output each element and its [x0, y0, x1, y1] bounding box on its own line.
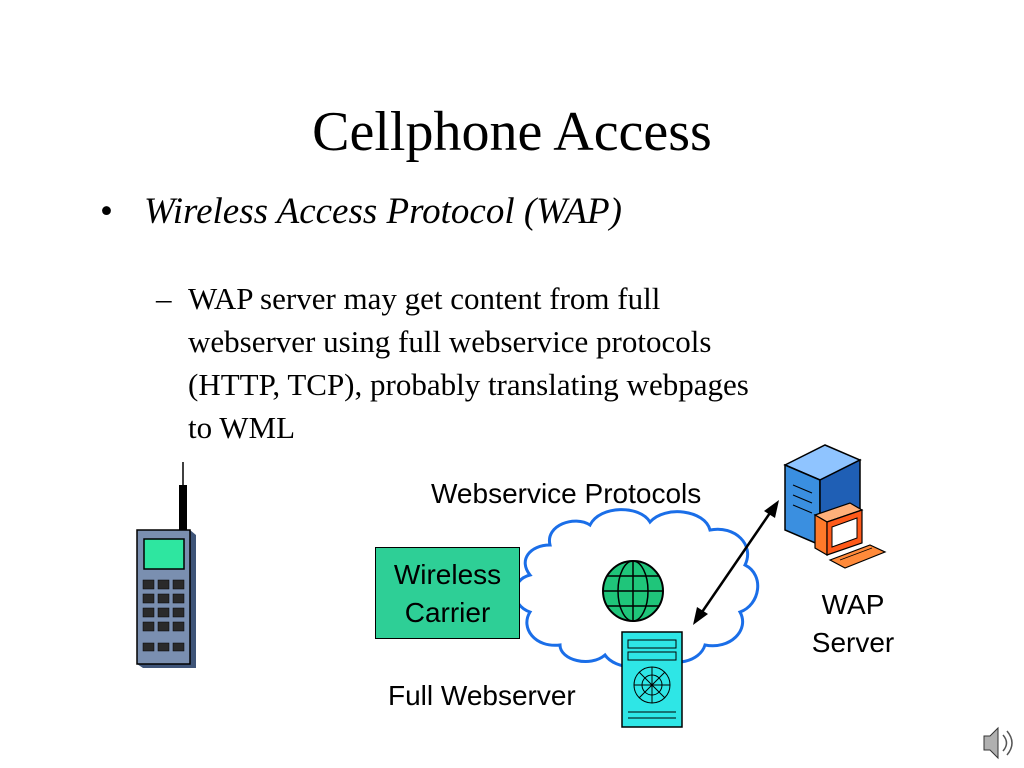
- sub-bullet-item: – WAP server may get content from full w…: [156, 277, 916, 449]
- sub-bullet-line: to WML: [188, 410, 296, 445]
- sub-bullet-line: (HTTP, TCP), probably translating webpag…: [188, 367, 749, 402]
- cellphone-icon: [136, 462, 196, 668]
- sub-bullet-line: webserver using full webservice protocol…: [188, 324, 712, 359]
- double-arrow-icon: [693, 500, 779, 625]
- bullet-marker: •: [100, 191, 113, 232]
- wap-server-label-line: Server: [811, 627, 895, 658]
- sub-bullet-text: WAP server may get content from full web…: [188, 277, 916, 449]
- wireless-carrier-box: Wireless Carrier: [375, 547, 520, 639]
- speaker-icon[interactable]: [983, 726, 1013, 760]
- slide-title: Cellphone Access: [312, 101, 712, 163]
- full-webserver-icon: [621, 631, 683, 728]
- wap-server-computer-icon: [783, 444, 887, 569]
- bullet-item: • Wireless Access Protocol (WAP): [100, 190, 622, 233]
- wireless-carrier-line: Wireless: [393, 559, 502, 590]
- globe-icon: [602, 560, 664, 622]
- wap-server-label-line: WAP: [821, 589, 885, 620]
- wap-server-label: WAP Server: [800, 586, 906, 662]
- bullet-text: Wireless Access Protocol (WAP): [144, 191, 622, 232]
- webservice-protocols-label: Webservice Protocols: [431, 478, 702, 509]
- sub-bullet-marker: –: [156, 281, 172, 316]
- wireless-carrier-line: Carrier: [404, 597, 491, 628]
- sub-bullet-line: WAP server may get content from full: [188, 281, 661, 316]
- full-webserver-label: Full Webserver: [388, 680, 576, 711]
